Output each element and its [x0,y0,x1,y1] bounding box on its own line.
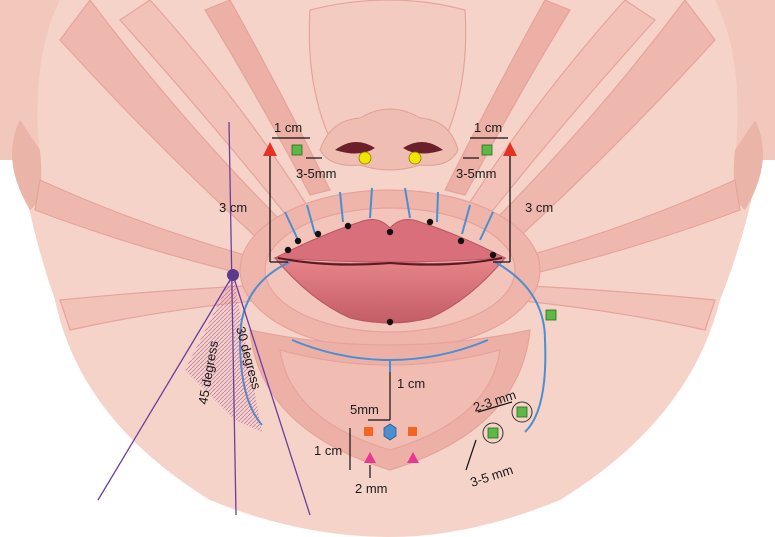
label-right-3-5mm: 3-5mm [456,166,496,181]
label-chin-1cm-vertical: 1 cm [397,376,425,391]
label-chin-2mm: 2 mm [355,481,388,496]
label-right-3cm: 3 cm [525,200,553,215]
label-left-3-5mm: 3-5mm [296,166,336,181]
label-left-3cm: 3 cm [219,200,247,215]
label-left-1cm: 1 cm [274,120,302,135]
label-chin-1cm-left: 1 cm [314,443,342,458]
label-chin-5mm: 5mm [350,402,379,417]
label-right-1cm: 1 cm [474,120,502,135]
